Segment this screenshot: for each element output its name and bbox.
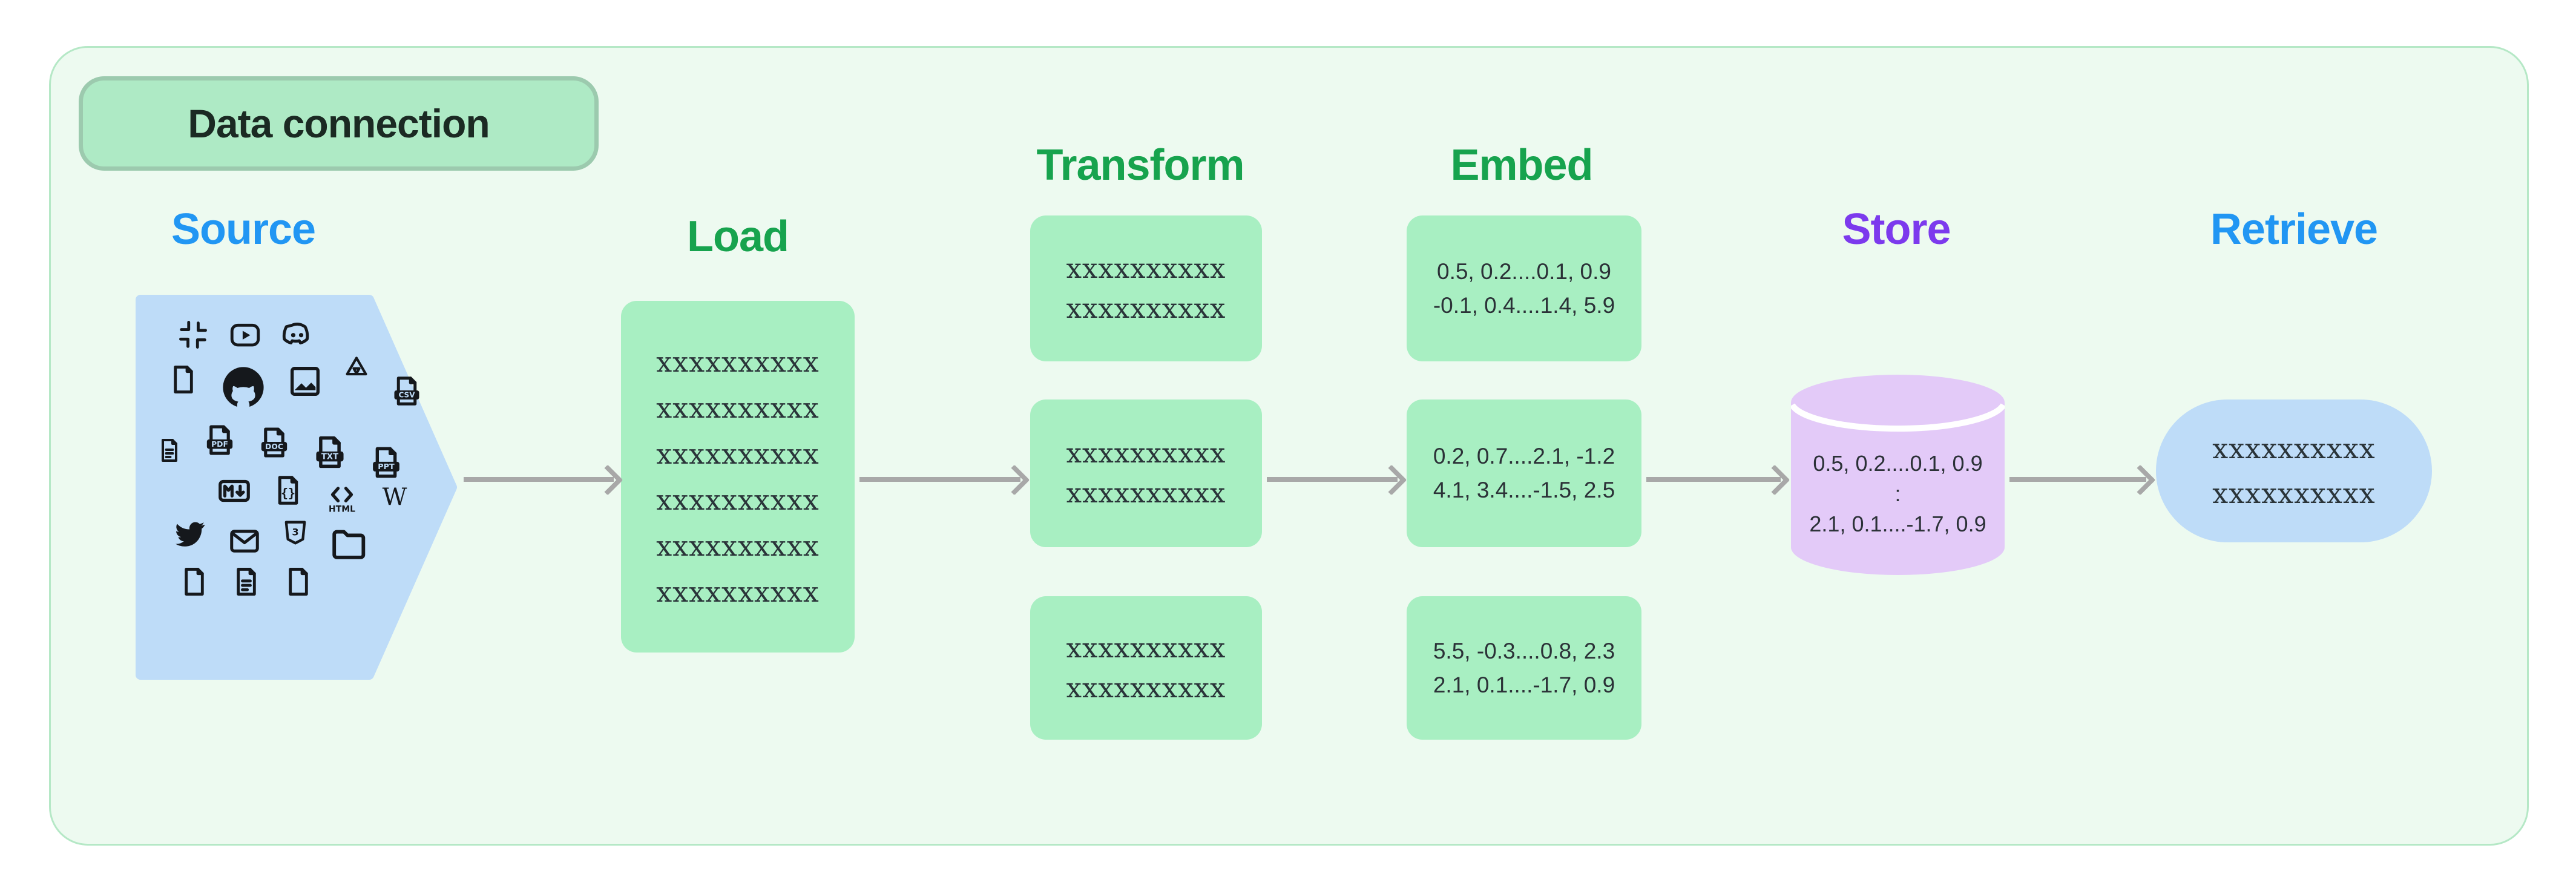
transform-doc-row: xxxxxxxxxx	[1066, 631, 1226, 664]
slack-icon	[176, 317, 211, 352]
load-doc-row: xxxxxxxxxx	[656, 575, 820, 608]
diagram-canvas	[49, 46, 2529, 846]
ppt-file-icon: PPT	[367, 443, 406, 482]
github-icon	[218, 362, 269, 413]
markdown-icon	[215, 472, 253, 510]
transform-doc-row: xxxxxxxxxx	[1066, 437, 1226, 469]
pdf-file-icon: PDF	[201, 421, 238, 459]
email-icon	[226, 523, 263, 559]
google-drive-icon	[341, 352, 372, 383]
wikipedia-icon: W	[378, 479, 412, 513]
embed-title: Embed	[1450, 141, 1593, 189]
embed-vector-box: 0.5, 0.2....0.1, 0.9 -0.1, 0.4....1.4, 5.…	[1407, 215, 1641, 361]
retrieve-box: xxxxxxxxxx xxxxxxxxxx	[2156, 399, 2432, 542]
txt-file-icon: TXT	[310, 432, 350, 472]
transform-chunk-box: xxxxxxxxxx xxxxxxxxxx	[1030, 596, 1262, 740]
file-icon	[177, 564, 212, 599]
embed-vector-row: 2.1, 0.1....-1.7, 0.9	[1433, 672, 1615, 697]
load-doc-row: xxxxxxxxxx	[656, 437, 820, 470]
svg-text:TXT: TXT	[321, 453, 338, 462]
transform-doc-row: xxxxxxxxxx	[1066, 252, 1226, 284]
image-icon	[286, 362, 324, 401]
flow-arrow-load-transform	[859, 477, 1020, 482]
load-doc-row: xxxxxxxxxx	[656, 529, 820, 562]
transform-doc-row: xxxxxxxxxx	[1066, 671, 1226, 704]
embed-vector-row: 5.5, -0.3....0.8, 2.3	[1433, 638, 1615, 663]
transform-doc-row: xxxxxxxxxx	[1066, 292, 1226, 324]
json-file-icon: {}	[270, 472, 306, 508]
store-vector-row: :	[1894, 481, 1901, 506]
file-lines-icon	[229, 564, 264, 599]
embed-vector-box: 0.2, 0.7....2.1, -1.2 4.1, 3.4....-1.5, 2…	[1407, 399, 1641, 547]
source-icon-row: {} HTML W	[150, 472, 435, 515]
transform-chunk-box: xxxxxxxxxx xxxxxxxxxx	[1030, 215, 1262, 361]
store-values: 0.5, 0.2....0.1, 0.9: 2.1, 0.1....-1.7, 0…	[1791, 375, 2005, 575]
load-title: Load	[687, 212, 789, 261]
html-icon: HTML	[323, 478, 361, 516]
youtube-icon	[228, 317, 263, 352]
diagram-title: Data connection	[188, 101, 490, 146]
embed-vector-row: 0.5, 0.2....0.1, 0.9	[1437, 258, 1611, 284]
transform-doc-row: xxxxxxxxxx	[1066, 477, 1226, 509]
file-lines-icon	[155, 436, 184, 465]
svg-text:DOC: DOC	[265, 442, 283, 451]
embed-vector-row: -0.1, 0.4....1.4, 5.9	[1433, 292, 1615, 318]
flow-arrow-transform-embed	[1267, 477, 1398, 482]
source-title: Source	[171, 205, 316, 254]
file-icon	[166, 362, 201, 397]
svg-text:W: W	[383, 483, 407, 511]
svg-text:{}: {}	[281, 485, 295, 500]
svg-text:PPT: PPT	[378, 462, 395, 472]
load-box: xxxxxxxxxx xxxxxxxxxx xxxxxxxxxx xxxxxxxxxx…	[621, 301, 855, 653]
load-doc-row: xxxxxxxxxx	[656, 345, 820, 378]
folder-icon	[328, 523, 370, 565]
source-icon-row	[150, 317, 435, 352]
csv-file-icon: CSV	[389, 373, 425, 409]
retrieve-doc-row: xxxxxxxxxx	[2212, 477, 2376, 510]
vector-store-cylinder: 0.5, 0.2....0.1, 0.9: 2.1, 0.1....-1.7, 0…	[1791, 375, 2005, 575]
embed-vector-box: 5.5, -0.3....0.8, 2.3 2.1, 0.1....-1.7, 0…	[1407, 596, 1641, 740]
discord-icon	[280, 317, 315, 352]
doc-file-icon: DOC	[255, 424, 293, 461]
flow-arrow-source-load	[464, 477, 614, 482]
retrieve-title: Retrieve	[2210, 205, 2378, 254]
svg-text:HTML: HTML	[329, 505, 355, 515]
cylinder-shape	[1791, 375, 2005, 575]
store-title: Store	[1842, 205, 1951, 254]
source-icon-grid: CSV PDF DOC TXT PPT {} HTML W 3	[150, 317, 435, 599]
diagram-title-badge: Data connection	[79, 76, 599, 171]
twitter-icon	[171, 515, 209, 553]
svg-text:PDF: PDF	[211, 439, 228, 449]
embed-vector-row: 0.2, 0.7....2.1, -1.2	[1433, 444, 1615, 469]
file-icon	[281, 564, 316, 599]
source-icon-row: CSV	[150, 357, 435, 413]
source-icon-row	[150, 564, 435, 599]
css-shield-icon: 3	[280, 517, 311, 548]
load-doc-row: xxxxxxxxxx	[656, 391, 820, 424]
embed-vector-row: 4.1, 3.4....-1.5, 2.5	[1433, 478, 1615, 502]
flow-arrow-store-retrieve	[2009, 477, 2146, 482]
load-doc-row: xxxxxxxxxx	[656, 483, 820, 516]
svg-text:3: 3	[292, 526, 298, 538]
source-icon-row: PDF DOC TXT PPT	[150, 421, 435, 478]
flow-arrow-embed-store	[1646, 477, 1781, 482]
transform-title: Transform	[1036, 141, 1244, 189]
transform-chunk-box: xxxxxxxxxx xxxxxxxxxx	[1030, 399, 1262, 547]
source-icon-row: 3	[150, 515, 435, 559]
store-vector-row: 0.5, 0.2....0.1, 0.9	[1813, 451, 1983, 476]
svg-text:CSV: CSV	[399, 391, 416, 399]
store-vector-row: 2.1, 0.1....-1.7, 0.9	[1809, 511, 1986, 536]
retrieve-doc-row: xxxxxxxxxx	[2212, 432, 2376, 465]
